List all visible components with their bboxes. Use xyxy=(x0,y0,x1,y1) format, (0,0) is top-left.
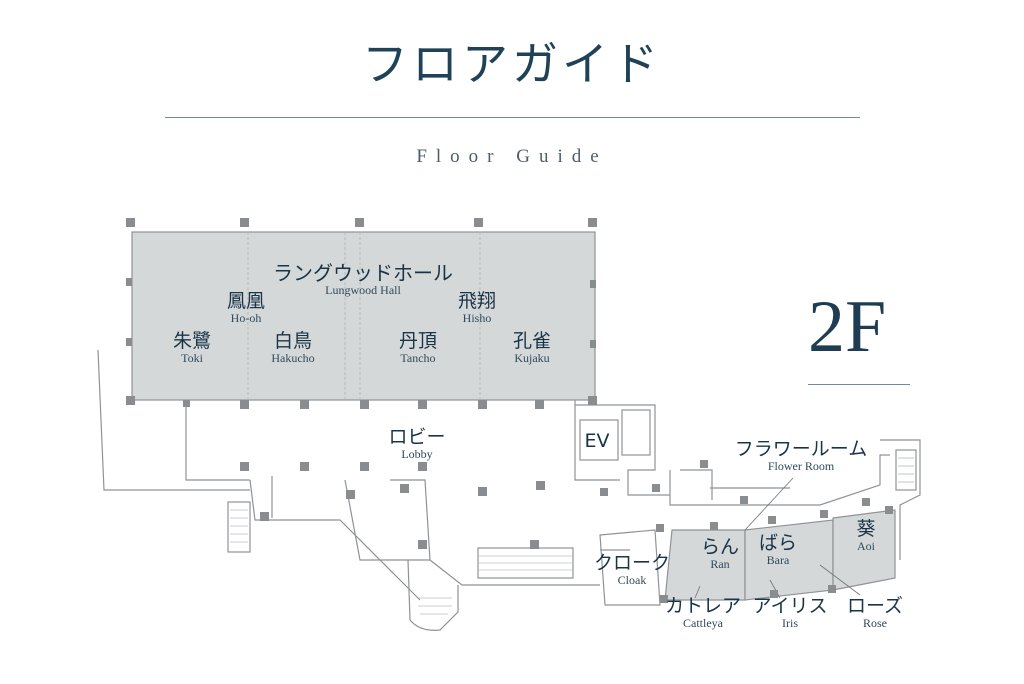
room-toki[interactable]: 朱鷺 Toki xyxy=(172,330,212,365)
room-jp-label: ラングウッドホール xyxy=(273,261,453,285)
room-kujaku[interactable]: 孔雀 Kujaku xyxy=(512,330,552,365)
room-en-label: Ho-oh xyxy=(230,310,262,325)
area-lobby[interactable]: ロビー Lobby xyxy=(388,426,446,461)
room-bara[interactable]: ばら Bara xyxy=(758,532,798,567)
room-jp-label: ローズ xyxy=(846,595,904,617)
room-jp-label: らん xyxy=(700,536,740,558)
room-en-label: Rose xyxy=(863,615,887,630)
room-rose[interactable]: ローズ Rose xyxy=(846,595,904,630)
room-en-label: Lobby xyxy=(401,446,433,461)
room-en-label: Iris xyxy=(782,615,798,630)
lungwood-hall-area xyxy=(131,231,596,401)
room-jp-label: 鳳凰 xyxy=(226,290,266,312)
room-jp-label: 朱鷺 xyxy=(172,330,212,352)
room-en-label: Flower Room xyxy=(767,458,835,473)
columns xyxy=(126,218,893,603)
room-jp-label: クローク xyxy=(593,552,671,574)
room-en-label: Ran xyxy=(710,556,730,571)
room-jp-label: 飛翔 xyxy=(457,290,497,312)
stairs xyxy=(230,457,914,615)
room-ran[interactable]: らん Ran xyxy=(700,536,740,571)
room-jp-label: フラワールーム xyxy=(734,438,868,460)
small-rooms xyxy=(664,509,896,601)
area-cloak[interactable]: クローク Cloak xyxy=(593,552,671,587)
room-en-label: Cloak xyxy=(617,572,647,587)
room-tancho[interactable]: 丹頂 Tancho xyxy=(398,330,438,365)
room-en-label: Cattleya xyxy=(683,615,723,630)
room-hooh[interactable]: 鳳凰 Ho-oh xyxy=(226,290,266,325)
room-en-label: Bara xyxy=(766,552,790,567)
room-jp-label: 丹頂 xyxy=(398,330,438,352)
page-title: フロアガイド xyxy=(362,37,662,91)
room-en-label: Hakucho xyxy=(271,350,315,365)
room-en-label: Lungwood Hall xyxy=(325,283,401,297)
room-en-label: Kujaku xyxy=(514,350,550,365)
elevator[interactable]: EV xyxy=(584,430,610,452)
room-en-label: Toki xyxy=(181,350,203,365)
room-en-label: Aoi xyxy=(856,538,875,553)
escalator xyxy=(478,555,573,571)
room-jp-label: 孔雀 xyxy=(512,330,552,352)
room-jp-label: アイリス xyxy=(752,595,828,617)
room-en-label: Tancho xyxy=(400,350,436,365)
room-jp-label: EV xyxy=(584,430,610,452)
map-outline xyxy=(97,349,921,631)
leader-lines xyxy=(694,477,861,599)
room-aoi[interactable]: 葵 Aoi xyxy=(856,518,876,553)
room-iris[interactable]: アイリス Iris xyxy=(752,595,828,630)
room-cattleya[interactable]: カトレア Cattleya xyxy=(664,595,742,630)
partition-lines xyxy=(247,232,481,400)
floor-divider xyxy=(808,384,910,385)
room-flower-room[interactable]: フラワールーム Flower Room xyxy=(734,438,868,473)
room-lungwood-hall[interactable]: ラングウッドホール Lungwood Hall xyxy=(273,263,453,297)
floor-number: 2F xyxy=(808,286,887,368)
room-en-label: Hisho xyxy=(462,310,492,325)
room-jp-label: 葵 xyxy=(856,518,876,540)
room-jp-label: 白鳥 xyxy=(273,330,313,352)
room-hisho[interactable]: 飛翔 Hisho xyxy=(457,290,497,325)
room-jp-label: カトレア xyxy=(664,595,742,617)
title-divider xyxy=(165,117,860,118)
room-jp-label: ばら xyxy=(758,532,798,554)
room-hakucho[interactable]: 白鳥 Hakucho xyxy=(271,330,315,365)
room-jp-label: ロビー xyxy=(388,426,446,448)
page-subtitle: Floor Guide xyxy=(416,146,608,167)
